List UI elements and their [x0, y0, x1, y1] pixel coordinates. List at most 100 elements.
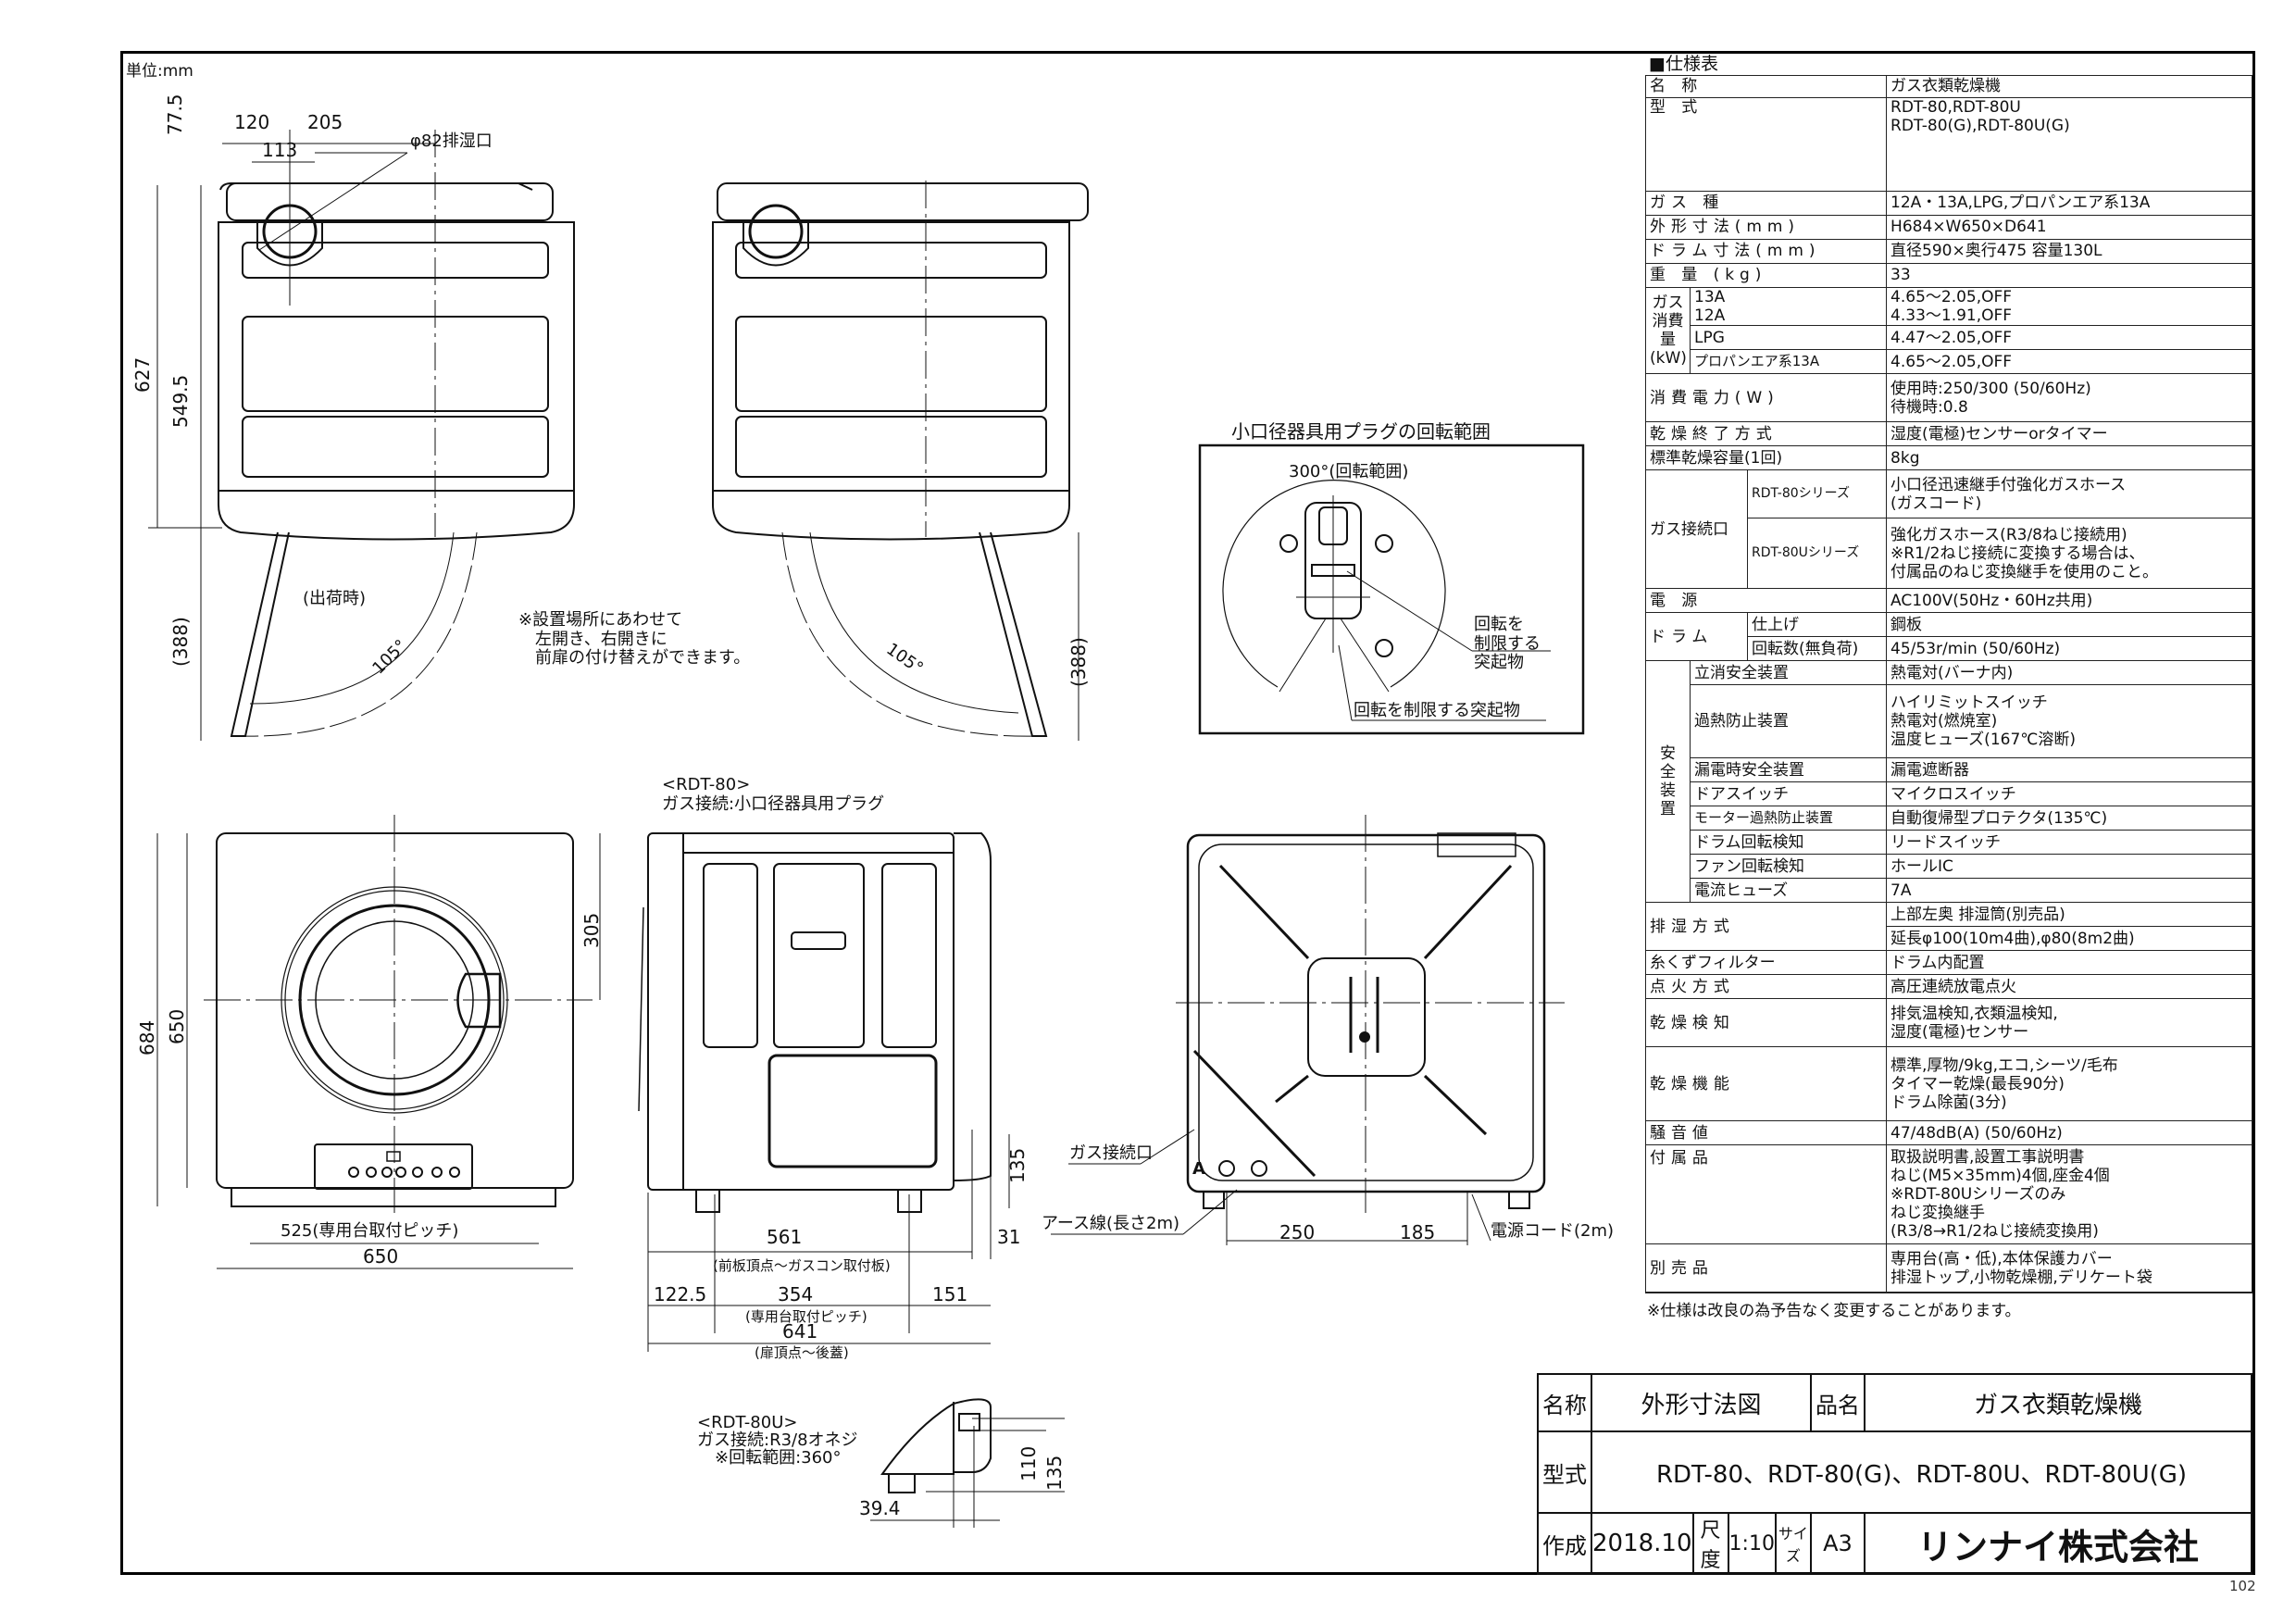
dim-305: 305 [580, 912, 603, 948]
dim-354-note: (専用台取付ピッチ) [745, 1308, 867, 1325]
size-header: サイズ [1774, 1512, 1812, 1575]
product-header: 品名 [1809, 1373, 1866, 1432]
table-row: 消費電力(W)使用時:250/300 (50/60Hz) 待機時:0.8 [1644, 373, 2252, 423]
scale-header: 尺度 [1691, 1512, 1729, 1575]
plug-rotation-detail [1198, 443, 1585, 735]
table-row: 外形寸法(mm)H684×W650×D641 [1644, 215, 2252, 240]
dim-354: 354 [778, 1283, 814, 1305]
dim-561: 561 [767, 1226, 803, 1248]
table-row: 安 全 装 置立消安全装置熱電対(バーナ内) [1645, 660, 2252, 904]
exhaust-port-label: φ82排湿口 [410, 131, 493, 151]
u-dim-39-4: 39.4 [859, 1497, 901, 1519]
dim-151: 151 [932, 1283, 968, 1305]
dim-388-left: (388) [169, 617, 192, 667]
table-row: 糸くずフィルタードラム内配置 [1644, 950, 2252, 976]
rdt-80u-gas-connection: ガス接続:R3/8オネジ [697, 1430, 858, 1450]
product-name: ガス衣類乾燥機 [1863, 1373, 2253, 1432]
dim-641-note: (扉頂点～後蓋) [755, 1344, 849, 1361]
dim-684: 684 [136, 1019, 158, 1056]
top-view-left [148, 130, 575, 741]
table-row: 標準乾燥容量(1回)8kg [1644, 445, 2252, 471]
door-note: ※設置場所にあわせて 左開き、右開きに 前扉の付け替えができます。 [518, 610, 751, 668]
table-row: 乾燥機能標準,厚物/9kg,エコ,シーツ/毛布 タイマー乾燥(最長90分) ドラ… [1644, 1046, 2252, 1122]
table-row: 付属品取扱説明書,設置工事説明書 ねじ(M5×35mm)4個,座金4個 ※RDT… [1644, 1144, 2252, 1245]
created-date: 2018.10 [1591, 1512, 1694, 1575]
dim-77-5: 77.5 [164, 94, 186, 135]
table-row: RDT-80Uシリーズ強化ガスホース(R3/8ねじ接続用) ※R1/2ねじ接続に… [1646, 518, 2252, 590]
earth-wire-label: アース線(長さ2m) [1042, 1214, 1180, 1233]
size-value: A3 [1809, 1512, 1866, 1575]
drawing-frame [120, 51, 2255, 1575]
table-row: ドラム寸法(mm)直径590×奥行475 容量130L [1644, 239, 2252, 264]
dim-561-note: (前板頂点～ガスコン取付板) [713, 1257, 891, 1274]
dim-205: 205 [307, 111, 343, 133]
table-row: 排湿方式上部左奥 排湿筒(別売品) [1644, 902, 2252, 952]
rdt-80u-detail [870, 1398, 1065, 1528]
spec-table-title: ■仕様表 [1649, 54, 1718, 74]
table-row: 漏電時安全装置漏電遮断器 [1646, 757, 2252, 783]
table-row: ドラム仕上げ鋼板 [1645, 612, 2252, 662]
u-dim-110: 110 [1017, 1445, 1040, 1481]
dim-250: 250 [1279, 1221, 1316, 1243]
unit-label: 単位:mm [126, 62, 193, 81]
model-list: RDT-80、RDT-80(G)、RDT-80U、RDT-80U(G) [1591, 1430, 2252, 1514]
rdt-80u-model-label: <RDT-80U> [697, 1413, 798, 1432]
table-row: 乾燥終了方式湿度(電極)センサーorタイマー [1644, 421, 2252, 447]
table-row: 回転数(無負荷)45/53r/min (50/60Hz) [1646, 636, 2252, 662]
drawing-name: 外形寸法図 [1591, 1373, 1812, 1432]
table-row: 点火方式高圧連続放電点火 [1644, 974, 2252, 1000]
side-dim-135: 135 [1006, 1147, 1029, 1183]
dim-525-mount-pitch: 525(専用台取付ピッチ) [281, 1221, 459, 1241]
u-dim-135: 135 [1043, 1455, 1066, 1491]
title-block: 名称 外形寸法図 品名 ガス衣類乾燥機 型式 RDT-80、RDT-80(G)、… [1537, 1373, 2253, 1575]
table-row: モーター過熱防止装置自動復帰型プロテクタ(135℃) [1646, 806, 2252, 831]
gas-port-label: ガス接続口 [1069, 1143, 1153, 1163]
table-row: ファン回転検知ホールIC [1646, 854, 2252, 880]
company-name: リンナイ株式会社 [1863, 1512, 2253, 1575]
table-row: 過熱防止装置ハイリミットスイッチ 熱電対(燃焼室) 温度ヒューズ(167℃溶断) [1646, 684, 2252, 759]
plug-detail-title: 小口径器具用プラグの回転範囲 [1231, 420, 1491, 443]
marker-a: A [1192, 1159, 1205, 1179]
power-cord-label: 電源コード(2m) [1491, 1221, 1615, 1241]
created-header: 作成 [1537, 1512, 1592, 1575]
name-header: 名称 [1537, 1373, 1592, 1432]
rdt-80-gas-connection: ガス接続:小口径器具用プラグ [662, 794, 885, 814]
table-row: 重 量 (kg)33 [1644, 263, 2252, 288]
spec-note: ※仕様は改良の為予告なく変更することがあります。 [1645, 1293, 2252, 1324]
rotation-range-label: 300°(回転範囲) [1289, 462, 1409, 481]
dim-641: 641 [782, 1320, 818, 1343]
dim-185: 185 [1400, 1221, 1436, 1243]
dim-549-5: 549.5 [169, 374, 192, 428]
rear-view [1051, 815, 1565, 1245]
page-number: 102 [2229, 1578, 2256, 1594]
rdt-80-model-label: <RDT-80> [662, 775, 751, 794]
dim-650-width: 650 [363, 1245, 399, 1268]
table-row: 名 称ガス衣類乾燥機 [1644, 75, 2252, 98]
dim-31: 31 [997, 1226, 1021, 1248]
dim-113: 113 [262, 139, 298, 161]
dim-627: 627 [131, 356, 154, 393]
table-row: ドラム回転検知リードスイッチ [1646, 830, 2252, 856]
scale-value: 1:10 [1727, 1512, 1777, 1575]
table-row: 乾燥検知排気温検知,衣類温検知, 湿度(電極)センサー [1644, 998, 2252, 1048]
dim-650-height: 650 [166, 1008, 188, 1044]
side-view [638, 832, 1010, 1352]
shipping-state-label: (出荷時) [303, 589, 367, 608]
model-header: 型式 [1537, 1430, 1592, 1514]
top-view-right [712, 181, 1089, 741]
stopper-label-right: 回転を 制限する 突起物 [1474, 615, 1541, 673]
stopper-label-bottom: 回転を制限する突起物 [1354, 701, 1520, 720]
dim-388-right: (388) [1067, 637, 1090, 687]
table-row: ドアスイッチマイクロスイッチ [1646, 781, 2252, 807]
